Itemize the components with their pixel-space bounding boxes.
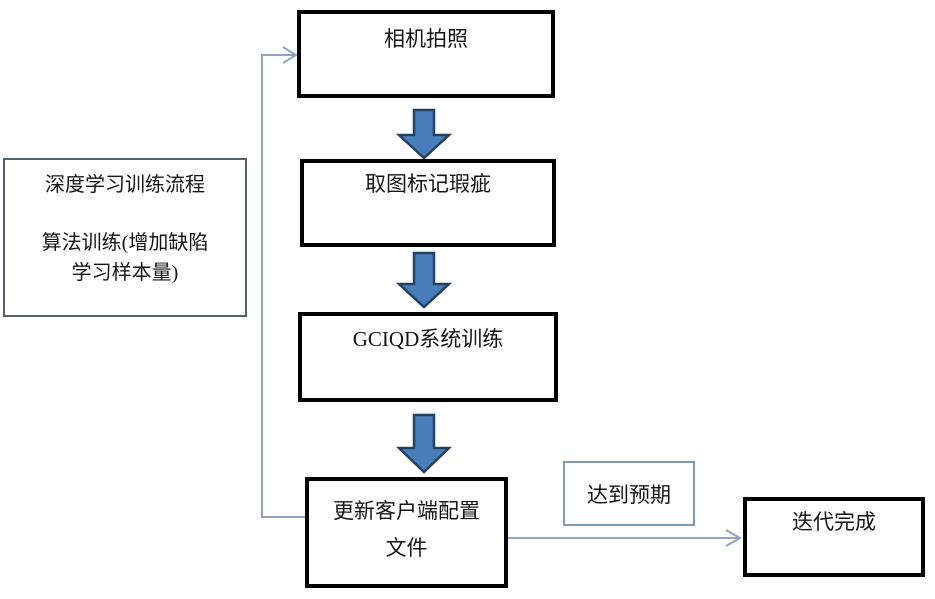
node-update-client-config-label-line2: 文件 (385, 535, 428, 560)
side-note-training-process: 深度学习训练流程 算法训练(增加缺陷 学习样本量) (3, 158, 247, 317)
node-mark-defects-label: 取图标记瑕疵 (365, 172, 491, 196)
down-arrow-3-icon (395, 413, 453, 474)
side-note-line2: 算法训练(增加缺陷 (41, 232, 209, 254)
node-gciqd-training-label: GCIQD系统训练 (352, 327, 504, 351)
down-arrow-2-icon (395, 251, 453, 309)
node-camera-capture-label: 相机拍照 (384, 27, 468, 51)
node-update-client-config: 更新客户端配置 文件 (305, 477, 508, 588)
feedback-connector (261, 54, 308, 518)
condition-label-expectation-met: 达到预期 (563, 461, 695, 526)
node-iteration-complete: 迭代完成 (743, 497, 925, 577)
node-gciqd-training: GCIQD系统训练 (298, 312, 558, 402)
node-update-client-config-label-line1: 更新客户端配置 (333, 499, 480, 523)
side-note-line3: 学习样本量) (71, 262, 179, 284)
node-iteration-complete-label: 迭代完成 (792, 510, 876, 534)
node-camera-capture: 相机拍照 (297, 10, 555, 98)
condition-label-text: 达到预期 (587, 483, 671, 507)
side-note-line1: 深度学习训练流程 (45, 174, 205, 196)
feedback-arrowhead-icon (282, 46, 298, 64)
down-arrow-1-icon (395, 108, 453, 160)
node-mark-defects: 取图标记瑕疵 (300, 159, 556, 247)
output-arrowhead-icon (725, 529, 743, 547)
